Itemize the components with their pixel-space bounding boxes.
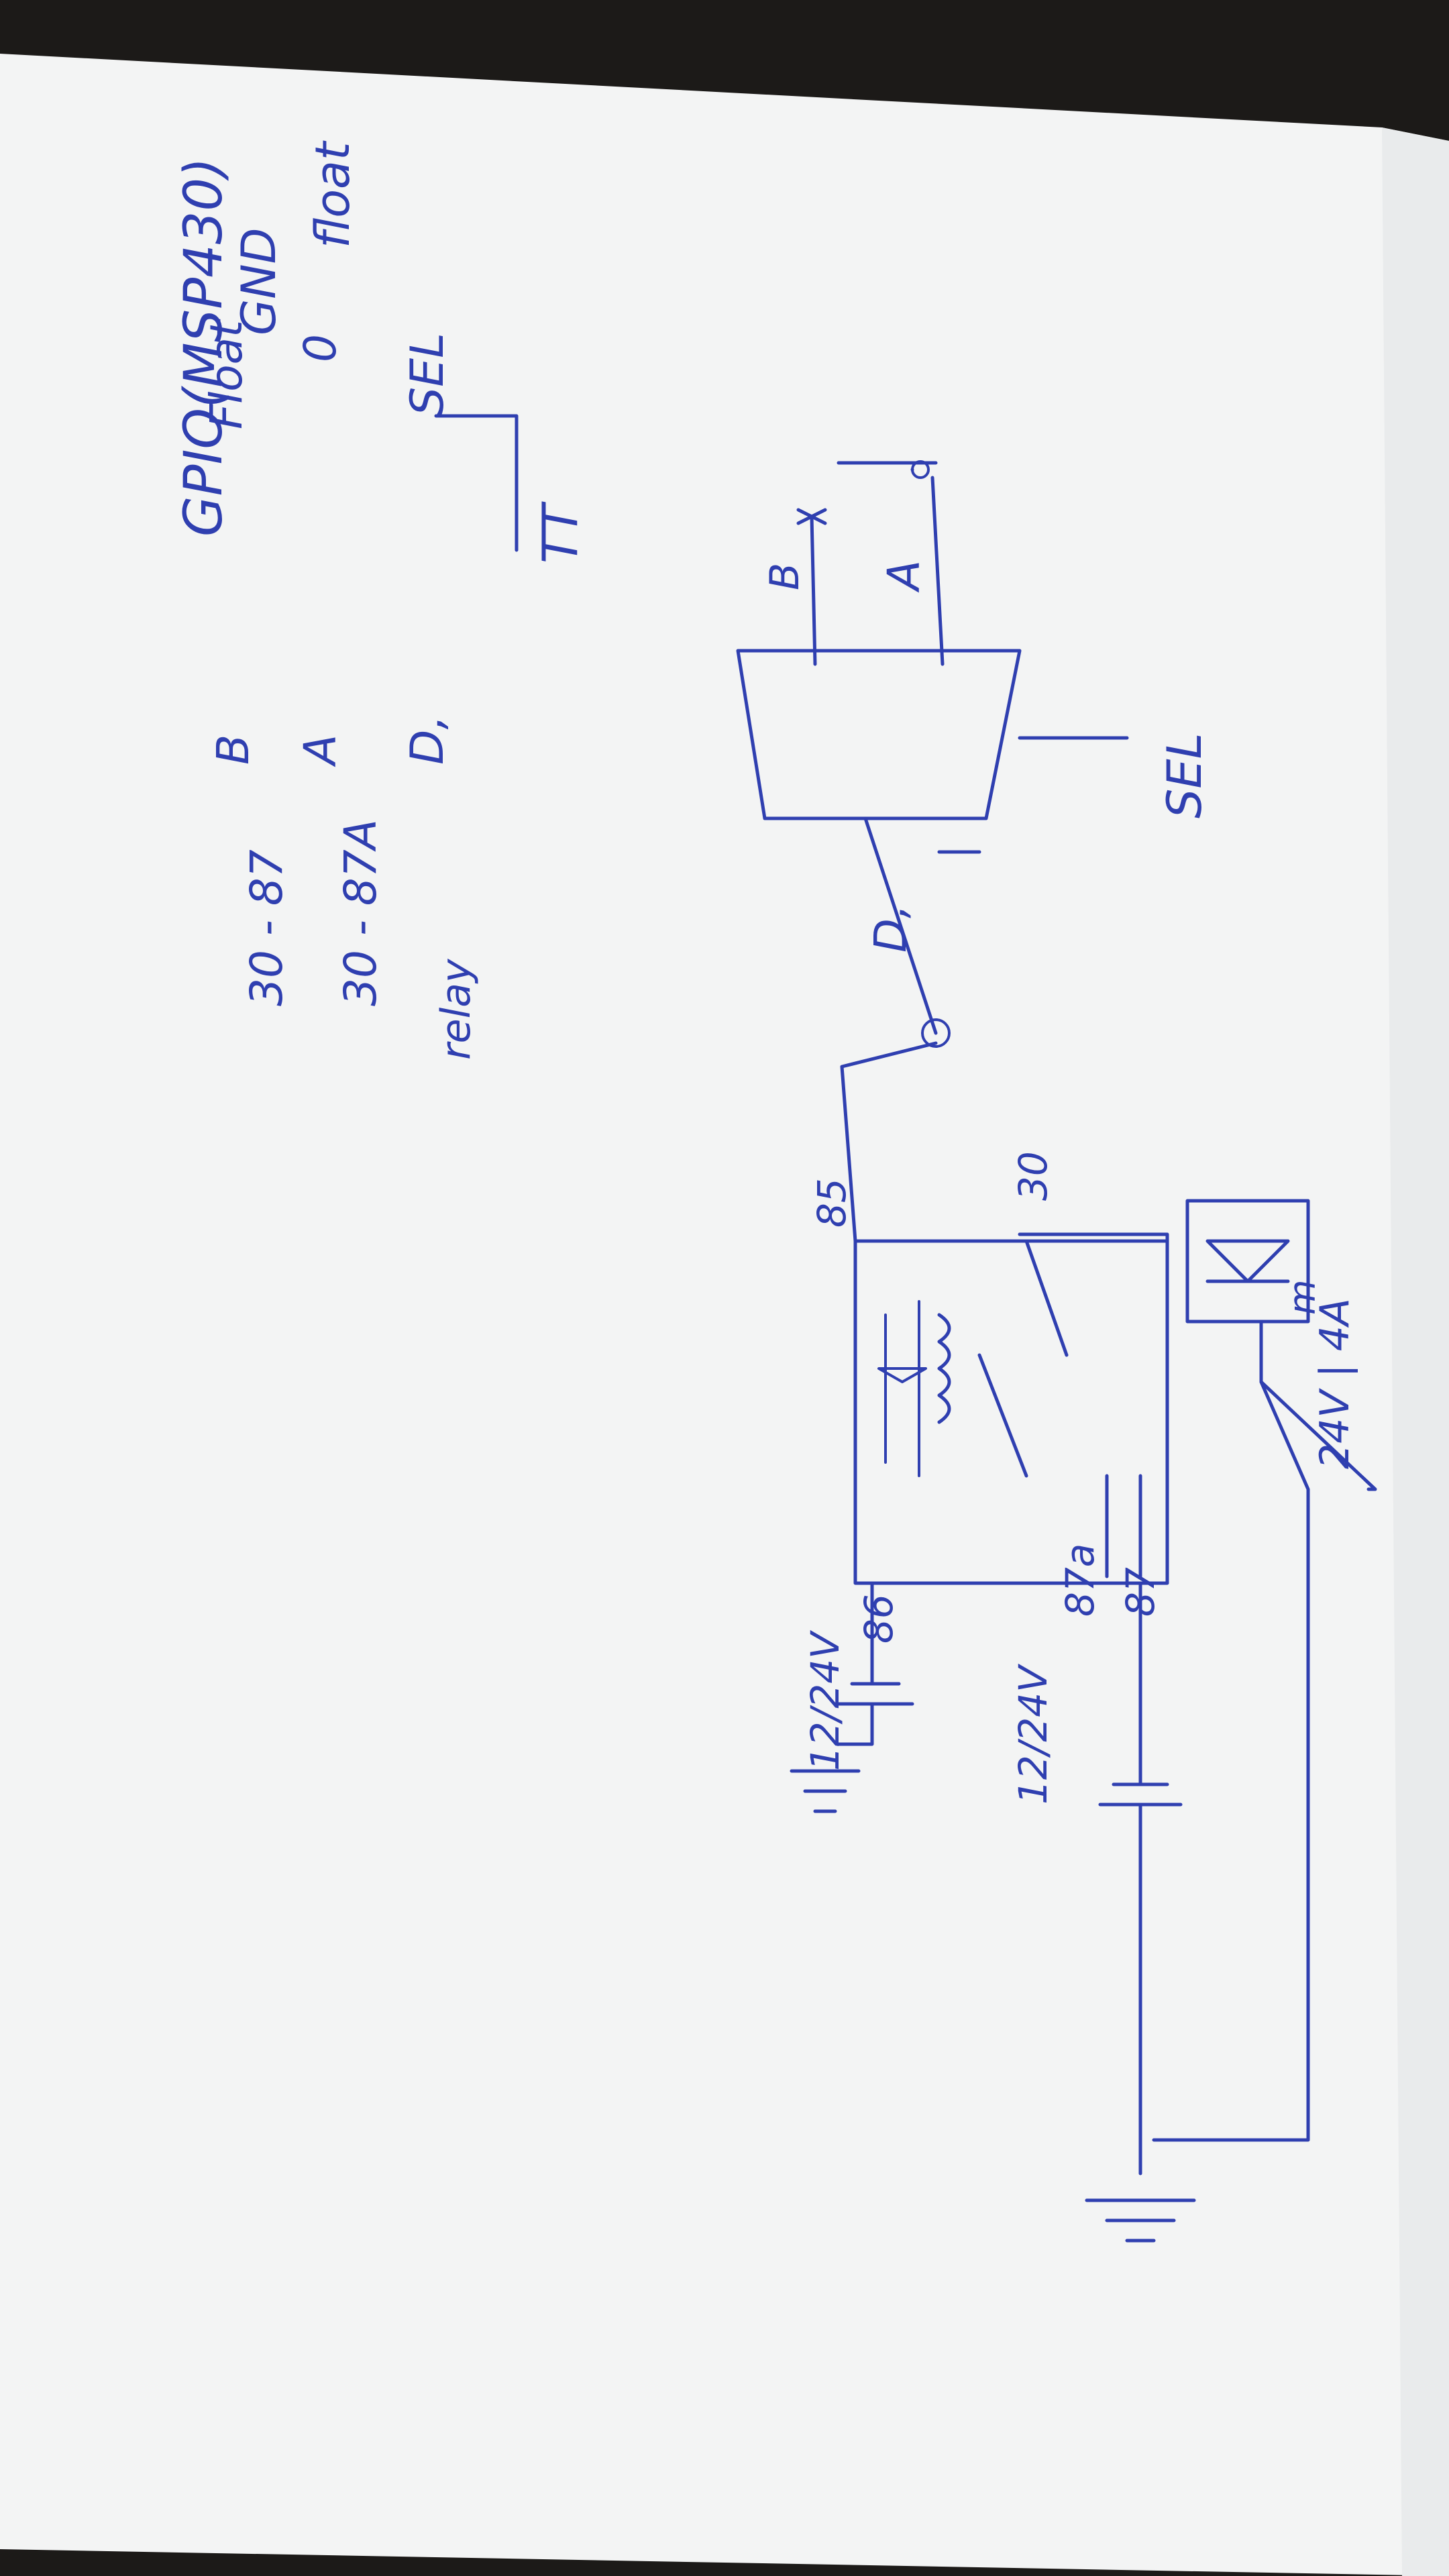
relay-pin-85-label: 85 bbox=[809, 1178, 855, 1228]
load-diode-icon bbox=[1205, 1239, 1290, 1283]
tt-header-sel: SEL bbox=[401, 333, 454, 416]
sel-label-top: SEL bbox=[1157, 733, 1212, 818]
relay-box bbox=[853, 1239, 1169, 1585]
mux-output-label: D, bbox=[865, 904, 916, 953]
tt-row0-d: A bbox=[294, 735, 346, 767]
gpio-label: GPIO(MSP430) bbox=[174, 158, 234, 537]
tt-row0-relay: 30 - 87A bbox=[335, 819, 386, 1006]
supply-top-label: 12/24V bbox=[1010, 1663, 1056, 1805]
battery-bottom-icon bbox=[837, 1682, 914, 1706]
load-box bbox=[1185, 1199, 1310, 1324]
relay-pin-30-label: 30 bbox=[1010, 1151, 1056, 1201]
float-wire bbox=[810, 515, 817, 666]
tt-row1-relay: 30 - 87 bbox=[241, 849, 292, 1006]
paper-shadow bbox=[1382, 127, 1449, 2576]
relay-85-wire bbox=[840, 1041, 938, 1243]
relay-85-terminal bbox=[921, 1018, 951, 1048]
mux-output-wire bbox=[863, 816, 938, 1035]
rotated-drawing: GPIO(MSP430) GND float SEL A B D, 85 bbox=[174, 140, 1377, 2243]
relay-switch-contact bbox=[977, 1239, 1069, 1478]
ground-top-icon bbox=[1085, 1903, 1196, 2243]
load-return-wire bbox=[1152, 1380, 1310, 2142]
mux-symbol bbox=[736, 649, 1022, 820]
load-spec-label: 24V | 4A bbox=[1311, 1298, 1358, 1469]
tt-header-relay: relay bbox=[433, 958, 480, 1060]
gnd-label: GND bbox=[231, 227, 286, 335]
relay-flyback-diode bbox=[877, 1367, 927, 1383]
paper-sheet bbox=[0, 54, 1449, 2576]
tt-row1-d: B bbox=[207, 735, 259, 765]
relay-coil bbox=[937, 1313, 951, 1424]
gpio-wire bbox=[434, 414, 519, 552]
ground-bottom-icon bbox=[790, 1769, 861, 1813]
load-mark: m bbox=[1281, 1279, 1324, 1315]
gnd-wire bbox=[930, 476, 945, 666]
tt-header-d: D, bbox=[401, 715, 454, 765]
relay-pin-86-label: 86 bbox=[856, 1594, 902, 1644]
float-label: float bbox=[305, 140, 360, 248]
supply-bottom-label: 12/24V bbox=[802, 1629, 848, 1771]
tt-row1-sel: Float bbox=[201, 319, 252, 429]
tt-row0-sel: 0 bbox=[294, 334, 346, 362]
mux-input-b-label: B bbox=[761, 563, 808, 590]
relay-pin-87a-label: 87a bbox=[1057, 1544, 1103, 1617]
truth-table-title: TT bbox=[532, 501, 588, 564]
mux-input-a-label: A bbox=[878, 560, 930, 593]
